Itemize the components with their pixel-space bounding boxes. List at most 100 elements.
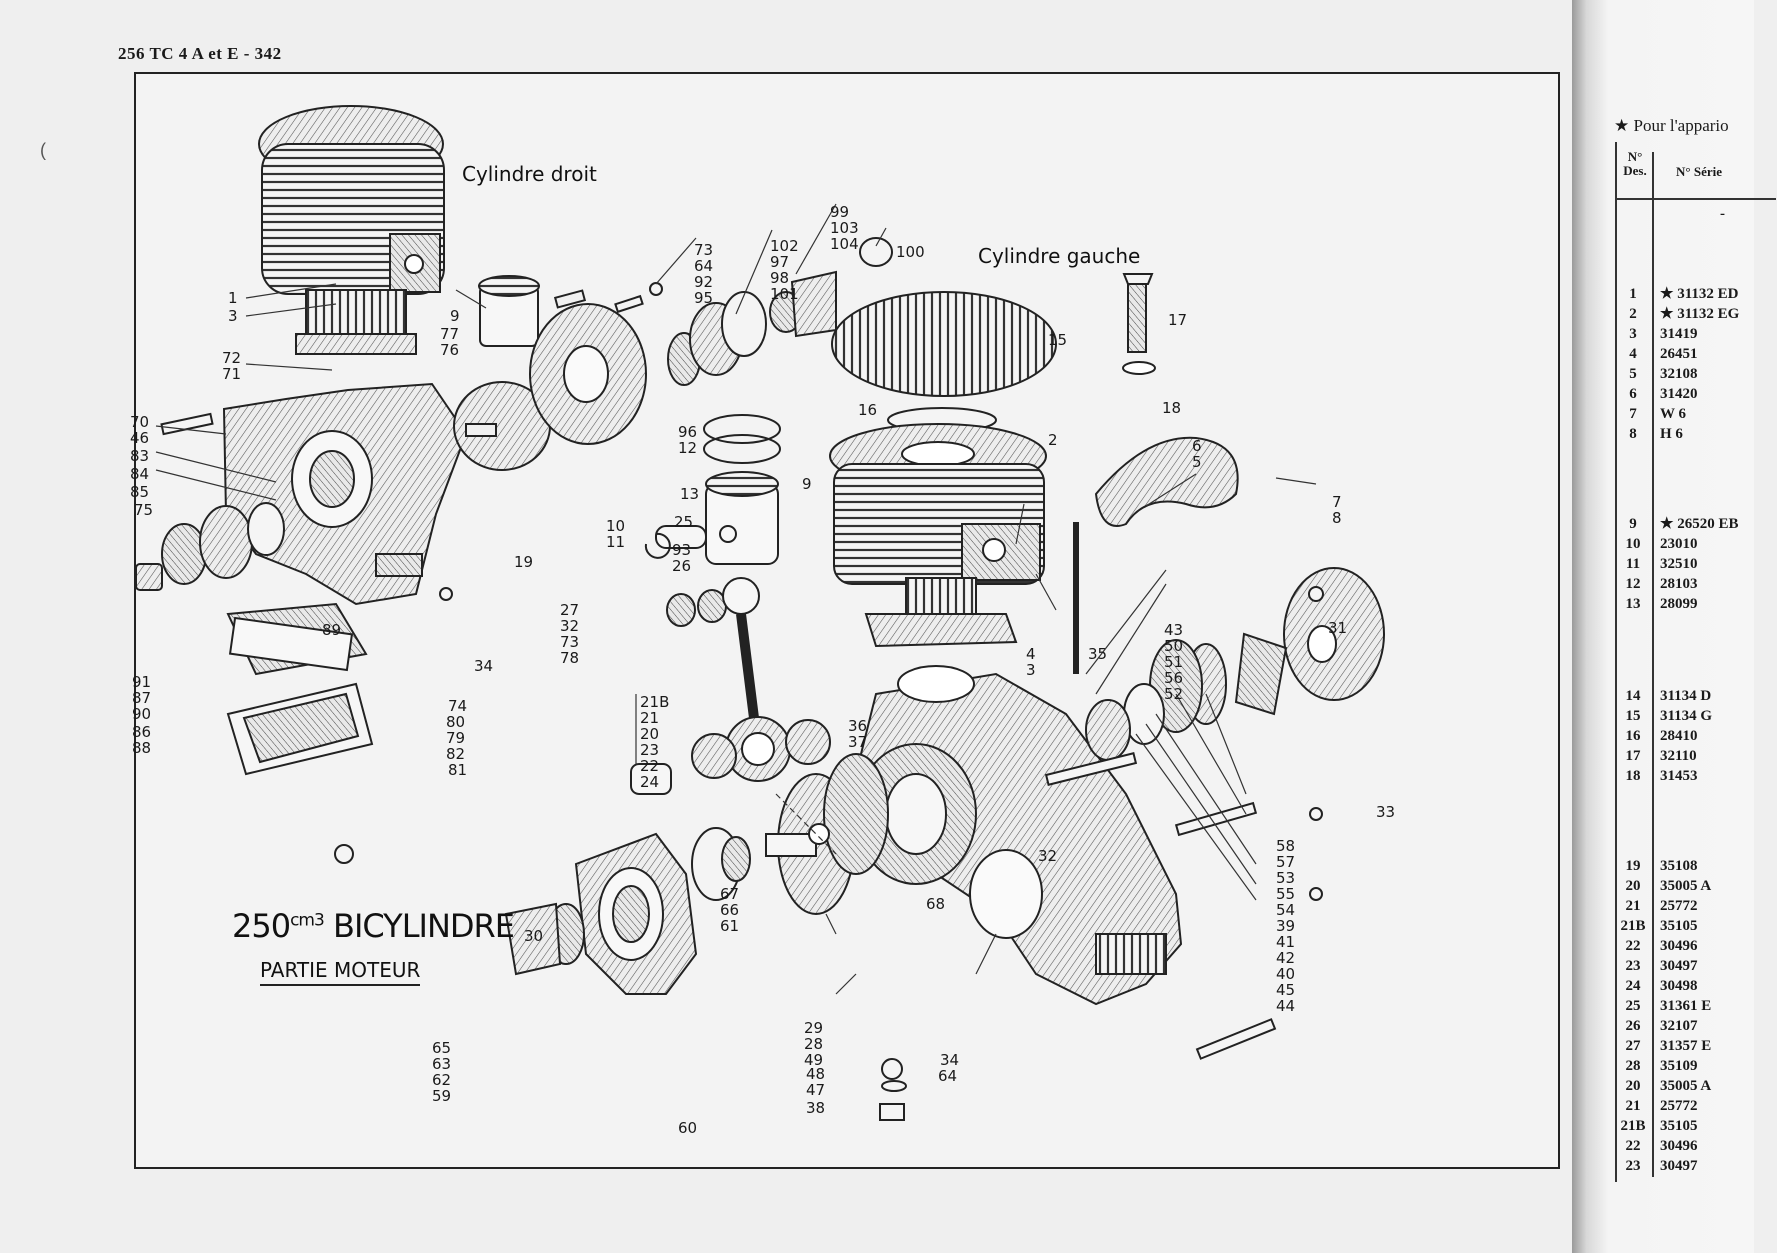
callout: 93 bbox=[672, 541, 692, 559]
row-serial: 30497 bbox=[1660, 958, 1698, 974]
callout: 63 bbox=[432, 1055, 452, 1073]
callout: 9 bbox=[450, 307, 460, 325]
callout: 21B bbox=[640, 693, 670, 711]
callout: 15 bbox=[1048, 331, 1068, 349]
diagram-frame: Cylindre droit Cylindre gauche 1 3 72 71… bbox=[130, 72, 1560, 1169]
callout: 34 bbox=[940, 1051, 960, 1069]
table-row: 22 30496 bbox=[1620, 938, 1698, 954]
row-serial: 25772 bbox=[1660, 898, 1698, 914]
row-number: 22 bbox=[1625, 938, 1641, 954]
row-number: 16 bbox=[1625, 728, 1641, 744]
callout: 67 bbox=[720, 885, 740, 903]
callout: 71 bbox=[222, 365, 242, 383]
callout: 84 bbox=[130, 465, 150, 483]
connecting-rod bbox=[630, 577, 831, 795]
row-serial: 31357 E bbox=[1660, 1038, 1712, 1054]
callout: 18 bbox=[1162, 399, 1182, 417]
callout: 95 bbox=[694, 289, 714, 307]
callout: 103 bbox=[830, 219, 859, 237]
row-serial: 30496 bbox=[1660, 938, 1698, 954]
row-number: 23 bbox=[1625, 1158, 1641, 1174]
callout: 57 bbox=[1276, 853, 1296, 871]
header-rule bbox=[1616, 198, 1776, 200]
callout: 55 bbox=[1276, 885, 1296, 903]
callout: 91 bbox=[132, 673, 152, 691]
row-number: 26 bbox=[1625, 1018, 1641, 1034]
callout: 2 bbox=[1048, 431, 1058, 449]
callout: 64 bbox=[694, 257, 714, 275]
row-number: 7 bbox=[1629, 406, 1637, 422]
callout: 60 bbox=[678, 1119, 698, 1137]
row-serial: ★ 31132 ED bbox=[1660, 286, 1739, 302]
callout: 26 bbox=[672, 557, 692, 575]
row-serial: 32107 bbox=[1660, 1018, 1698, 1034]
flywheel-assembly bbox=[1085, 567, 1385, 761]
callout: 64 bbox=[938, 1067, 958, 1085]
callout: 31 bbox=[1328, 619, 1348, 637]
callout: 6 bbox=[1192, 437, 1202, 455]
callout: 38 bbox=[806, 1099, 826, 1117]
callout: 32 bbox=[1038, 847, 1058, 865]
row-number: 6 bbox=[1629, 386, 1637, 402]
table-row: 21B 35105 bbox=[1620, 1118, 1698, 1134]
label-cylinder-left: Cylindre gauche bbox=[978, 244, 1141, 268]
callout: 3 bbox=[1026, 661, 1036, 679]
callout: 74 bbox=[448, 697, 468, 715]
row-number: 20 bbox=[1625, 1078, 1641, 1094]
callout: 59 bbox=[432, 1087, 452, 1105]
callout: 76 bbox=[440, 341, 460, 359]
table-row: 1 ★ 31132 ED bbox=[1620, 286, 1738, 302]
callout: 48 bbox=[806, 1065, 826, 1083]
row-number: 1 bbox=[1629, 286, 1637, 302]
row-serial: 35105 bbox=[1660, 1118, 1698, 1134]
callout: 43 bbox=[1164, 621, 1184, 639]
row-number: 21 bbox=[1625, 898, 1641, 914]
callout: 20 bbox=[640, 725, 660, 743]
row-serial: 31134 G bbox=[1660, 708, 1713, 724]
callout: 104 bbox=[830, 235, 859, 253]
row-serial: 31361 E bbox=[1660, 998, 1712, 1014]
callout: 30 bbox=[524, 927, 544, 945]
callout: 54 bbox=[1276, 901, 1296, 919]
row-serial: 28099 bbox=[1660, 596, 1698, 612]
small-fasteners bbox=[135, 412, 1324, 1121]
row-serial: 30498 bbox=[1660, 978, 1698, 994]
row-serial: 32110 bbox=[1660, 748, 1697, 764]
callout: 72 bbox=[222, 349, 242, 367]
row-number: 14 bbox=[1625, 688, 1641, 704]
row-serial: 32510 bbox=[1660, 556, 1698, 572]
callout: 34 bbox=[474, 657, 494, 675]
row-number: 21B bbox=[1620, 1118, 1646, 1134]
callout: 8 bbox=[1332, 509, 1342, 527]
row-serial: 25772 bbox=[1660, 1098, 1698, 1114]
callout: 41 bbox=[1276, 933, 1296, 951]
diagram-subtitle: PARTIE MOTEUR bbox=[260, 958, 421, 986]
callout: 58 bbox=[1276, 837, 1296, 855]
callout: 70 bbox=[130, 413, 150, 431]
row-serial: 28410 bbox=[1660, 728, 1698, 744]
callout: 68 bbox=[926, 895, 946, 913]
parts-list-title: ★ Pour l'appario bbox=[1614, 116, 1729, 135]
callout: 101 bbox=[770, 285, 799, 303]
callout: 44 bbox=[1276, 997, 1296, 1015]
callout: 53 bbox=[1276, 869, 1296, 887]
inlet-manifold bbox=[1073, 273, 1239, 674]
callout: 27 bbox=[560, 601, 580, 619]
callout: 99 bbox=[830, 203, 850, 221]
crank-assembly-left bbox=[453, 275, 647, 471]
piston-right bbox=[644, 414, 781, 565]
crankshaft bbox=[765, 753, 889, 915]
callout: 97 bbox=[770, 253, 790, 271]
row-serial: 31420 bbox=[1660, 386, 1698, 402]
